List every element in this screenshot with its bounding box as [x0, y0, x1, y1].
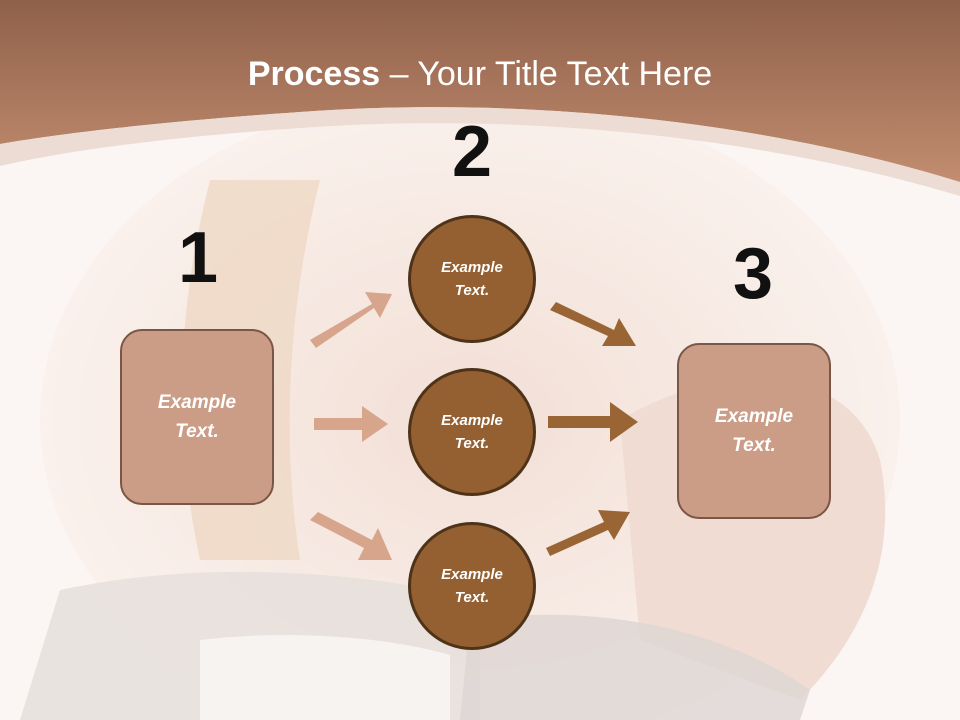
process-box-1: Example Text. [120, 329, 274, 505]
photo-cloth-shape [460, 614, 810, 720]
circle-top-line-2: Text. [454, 282, 490, 299]
box-1-line-2: Text. [175, 421, 219, 442]
circle-bottom-line-1: Example [441, 566, 503, 583]
arrow-1-to-top [310, 292, 392, 348]
header-band [0, 0, 960, 182]
arrow-1-to-middle [314, 406, 388, 442]
step-number-1: 1 [177, 218, 219, 298]
arrow-bottom-to-3 [546, 510, 630, 556]
box-3-line-1: Example [714, 406, 794, 427]
circle-middle-line-2: Text. [454, 435, 490, 452]
title-rest: Your Title Text Here [417, 55, 713, 93]
process-circle-bottom: Example Text. [408, 522, 536, 650]
arrow-top-to-3 [550, 302, 636, 346]
circle-bottom-line-2: Text. [454, 589, 490, 606]
step-number-3: 3 [732, 234, 774, 314]
circle-middle-line-1: Example [441, 412, 503, 429]
step-number-2: 2 [451, 112, 493, 192]
title-separator: – [380, 55, 418, 93]
box-1-line-1: Example [157, 392, 237, 413]
photo-towel-highlight [200, 635, 450, 720]
process-circle-top: Example Text. [408, 215, 536, 343]
title-bold: Process [247, 55, 381, 93]
process-circle-middle: Example Text. [408, 368, 536, 496]
box-3-line-2: Text. [732, 435, 776, 456]
circle-top-line-1: Example [441, 259, 503, 276]
arrow-1-to-bottom [310, 512, 392, 560]
process-box-3: Example Text. [677, 343, 831, 519]
slide-title: Process – Your Title Text Here [0, 52, 960, 96]
arrow-middle-to-3 [548, 402, 638, 442]
header-wave [0, 107, 960, 196]
